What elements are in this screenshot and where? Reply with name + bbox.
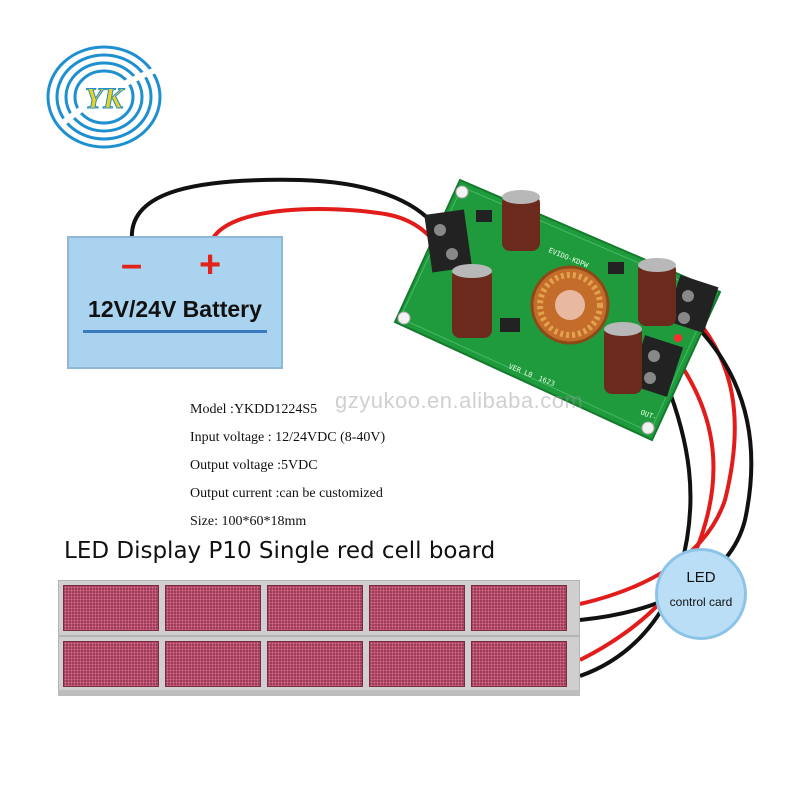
red-wire-battery <box>210 206 442 252</box>
led-cell-board <box>369 585 465 631</box>
led-cell-board <box>369 641 465 687</box>
led-panel-row <box>58 580 580 636</box>
input-terminal-block <box>424 209 472 273</box>
control-card-line2: control card <box>669 595 733 609</box>
ic-chip <box>500 318 520 332</box>
control-card-line1: LED <box>686 569 716 586</box>
capacitor <box>452 264 492 338</box>
watermark-text: gzyukoo.en.alibaba.com <box>335 388 584 413</box>
led-indicator-icon <box>674 334 682 342</box>
led-cell-board <box>63 641 159 687</box>
toroid-inductor-icon <box>530 265 610 345</box>
spec-output-current: Output current :can be customized <box>190 486 383 501</box>
led-panel-frame <box>58 690 580 696</box>
led-cell-board <box>471 641 567 687</box>
led-cell-board <box>267 585 363 631</box>
led-cell-board <box>267 641 363 687</box>
led-cell-board <box>165 585 261 631</box>
output-terminal-block <box>628 335 684 397</box>
battery-label: 12V/24V Battery <box>88 296 262 322</box>
yk-logo-icon: YK <box>46 45 162 149</box>
capacitor <box>502 190 540 251</box>
battery-underline <box>83 330 267 333</box>
spec-list: Model :YKDD1224S5 Input voltage : 12/24V… <box>190 396 385 536</box>
battery-minus-sign: – <box>121 244 143 286</box>
ic-chip <box>476 210 492 222</box>
output-terminal-block <box>665 274 719 334</box>
led-display-title: LED Display P10 Single red cell board <box>64 538 496 564</box>
capacitor <box>638 258 676 326</box>
led-cell-board <box>63 585 159 631</box>
black-wire-output-1 <box>579 328 754 622</box>
ic-chip <box>608 262 624 274</box>
capacitor <box>604 322 642 394</box>
led-cell-board <box>471 585 567 631</box>
battery-plus-sign: + <box>199 244 222 286</box>
red-wire-output-2 <box>579 350 716 662</box>
mount-hole-icon <box>397 311 411 325</box>
spec-input-voltage: Input voltage : 12/24VDC (8-40V) <box>190 430 386 445</box>
led-control-card: LED control card <box>655 548 747 640</box>
led-cell-board <box>165 641 261 687</box>
spec-output-voltage: Output voltage :5VDC <box>190 458 318 473</box>
spec-model: Model :YKDD1224S5 <box>190 402 318 417</box>
led-panel-row <box>58 636 580 692</box>
battery-box: – + 12V/24V Battery <box>67 236 283 369</box>
black-wire-battery <box>129 177 439 241</box>
logo-text: YK <box>85 82 125 115</box>
mount-hole-icon <box>641 421 655 435</box>
mount-hole-icon <box>455 185 469 199</box>
spec-size: Size: 100*60*18mm <box>190 514 307 529</box>
